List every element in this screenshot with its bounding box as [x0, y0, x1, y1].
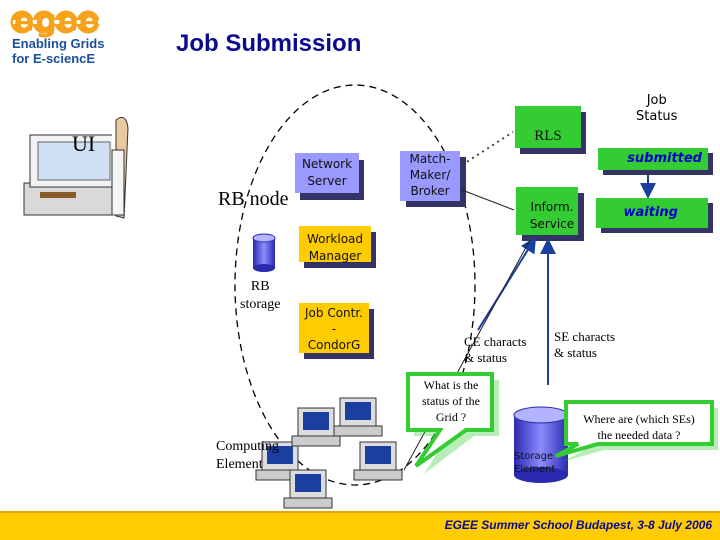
footer-text: EGEE Summer School Budapest, 3-8 July 20… [444, 518, 712, 532]
logo-wordmark: egee Enabling Grids for E-sciencE [12, 6, 112, 68]
ui-label: UI [72, 131, 96, 156]
status-waiting-text: waiting [623, 205, 678, 220]
computer-icon [333, 397, 383, 437]
computer-icon [291, 407, 341, 447]
computer-icon [255, 441, 305, 481]
footer-bar [0, 512, 720, 540]
se-question-bubble [555, 400, 718, 462]
job-status-label: Job Status [636, 93, 678, 124]
logo-mark: egee [14, 4, 101, 39]
network-server-box [295, 153, 359, 193]
status-submitted-text: submitted [627, 151, 702, 166]
grid-question-bubble [406, 372, 499, 474]
status-waiting-badge: waiting [596, 198, 708, 228]
rb-storage-cylinder-icon [252, 233, 276, 272]
se-characts-label: SE characts & status [554, 329, 616, 360]
workload-manager-text: Workload Manager [306, 232, 364, 263]
status-submitted-badge: submitted [598, 148, 708, 170]
rls-text: RLS [534, 128, 562, 144]
inform-service-text: Inform. Service [529, 200, 575, 231]
egee-logo [10, 10, 101, 34]
computer-icon [353, 441, 403, 481]
grid-question-text: What is the status of the Grid ? [422, 378, 480, 424]
rb-storage-label: RB storage [240, 279, 281, 312]
matchmaker-rls-dotted-link [461, 131, 514, 166]
storage-element-cylinder-icon [513, 406, 569, 483]
ce-characts-label: CE characts & status [464, 334, 527, 365]
computing-element-label: Computing Element [216, 439, 280, 472]
matchmaker-inform-link [461, 189, 515, 211]
computing-element-icons [255, 397, 403, 509]
storage-element-text: Storage Element [514, 451, 556, 475]
match-maker-text: Match- Maker/ Broker [409, 152, 451, 198]
se-question-text: Where are (which SEs) the needed data ? [583, 412, 695, 442]
computer-icon [283, 469, 333, 509]
rls-box [515, 106, 581, 148]
match-maker-box [400, 151, 460, 201]
rb-node-label: RB node [218, 188, 289, 210]
page-title: Job Submission [176, 30, 362, 57]
job-contr-text: Job Contr. - CondorG [305, 306, 363, 352]
inform-service-box [516, 187, 578, 235]
ce-to-inform-arrow [477, 236, 537, 331]
workload-manager-box [299, 226, 371, 262]
rb-node-boundary [234, 84, 476, 486]
logo-line2: for E-sciencE [12, 51, 96, 66]
job-contr-box [299, 303, 369, 353]
ui-workstation-icon [23, 116, 129, 219]
logo-line1: Enabling Grids [12, 36, 105, 51]
network-server-text: Network Server [301, 157, 353, 188]
